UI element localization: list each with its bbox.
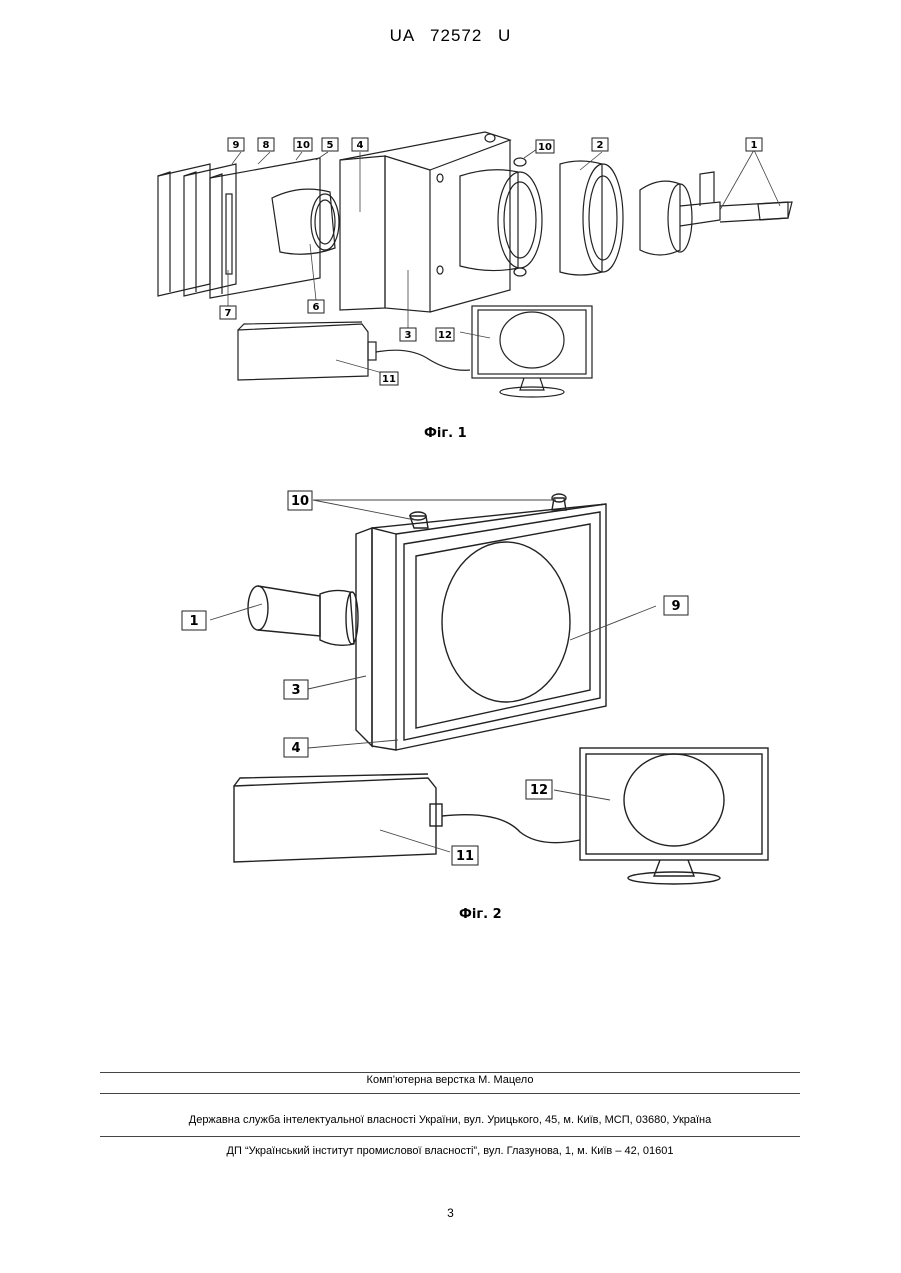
fig1-label-5: 5: [327, 140, 334, 151]
fig1-label-6: 6: [313, 302, 320, 313]
battery-11: [234, 778, 436, 862]
fig2-label-11: 11: [456, 849, 474, 864]
document-number: UA 72572 U: [0, 26, 901, 46]
fig1-label-3: 3: [405, 330, 412, 341]
fig1-label-7: 7: [225, 308, 232, 319]
fig2-label-4: 4: [291, 741, 300, 756]
housing-4: [372, 528, 396, 750]
fig2-label-9: 9: [671, 599, 680, 614]
footer-typesetter: Комп’ютерна верстка М. Мацело: [100, 1074, 800, 1086]
fig1-label-2: 2: [597, 140, 604, 151]
fig2-label-1: 1: [189, 614, 198, 629]
housing-4: [340, 156, 385, 310]
housing-3: [385, 156, 430, 312]
figure-2-caption: Фіг. 2: [459, 907, 502, 922]
page-number: 3: [0, 1206, 901, 1220]
fig1-label-8: 8: [263, 140, 270, 151]
housing-3: [356, 528, 372, 746]
fig1-label-10b: 10: [538, 142, 552, 153]
fig1-callouts: [220, 138, 762, 385]
fig2-label-12: 12: [530, 783, 548, 798]
monitor-12: [472, 306, 592, 378]
footer-rule-2: [100, 1093, 800, 1094]
fig1-label-1: 1: [751, 140, 758, 151]
footer-rule-3: [100, 1136, 800, 1137]
fig2-label-10: 10: [291, 494, 309, 509]
fig1-label-9: 9: [233, 140, 240, 151]
ring-2: [560, 161, 602, 275]
monitor-12: [580, 748, 768, 860]
fig1-label-10a: 10: [296, 140, 310, 151]
fig2-callouts: [182, 491, 688, 865]
fig2-label-3: 3: [291, 683, 300, 698]
display-9: [442, 542, 570, 702]
fig1-label-4: 4: [357, 140, 364, 151]
figure-1-exploded-view: 9 8 10 5 4 10 2 1 3 6 7 11 12: [140, 120, 820, 420]
fig1-label-12: 12: [438, 330, 452, 341]
figure-2-assembled-view: 10 1 3 4 9 12 11: [160, 478, 800, 898]
fig1-label-11: 11: [382, 374, 396, 385]
footer-institute-address: ДП “Український інститут промислової вла…: [100, 1145, 800, 1157]
eyepiece-1: [640, 181, 680, 255]
figure-1-caption: Фіг. 1: [424, 426, 467, 441]
battery-11: [238, 324, 368, 380]
footer-agency-address: Державна служба інтелектуальної власност…: [100, 1114, 800, 1126]
footer-rule-1: [100, 1072, 800, 1073]
